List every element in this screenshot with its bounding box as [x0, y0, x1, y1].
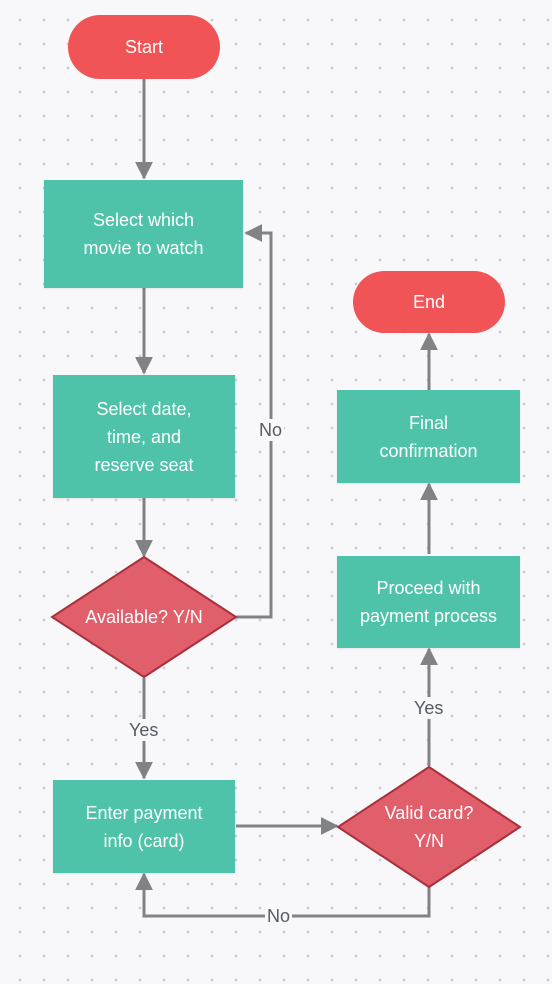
- end-node: End: [353, 271, 505, 333]
- enter-payment-step: Enter payment info (card): [53, 780, 235, 873]
- edge-label-available-no: No: [257, 419, 285, 441]
- decision-valid-card-shape: [336, 765, 522, 889]
- start-node: Start: [68, 15, 220, 79]
- edge-label-valid-yes: Yes: [412, 697, 446, 719]
- decision-available-shape: [50, 555, 238, 679]
- final-confirmation-step: Final confirmation: [337, 390, 520, 483]
- edge-label-available-yes: Yes: [127, 719, 161, 741]
- available-decision-label: Available? Y/N: [85, 607, 203, 627]
- select-date-step: Select date, time, and reserve seat: [53, 375, 235, 498]
- proceed-payment-step: Proceed with payment process: [337, 556, 520, 648]
- select-movie-step: Select which movie to watch: [44, 180, 243, 288]
- edge-label-valid-no: No: [265, 905, 293, 927]
- valid-card-decision-label: Valid card? Y/N: [384, 803, 474, 851]
